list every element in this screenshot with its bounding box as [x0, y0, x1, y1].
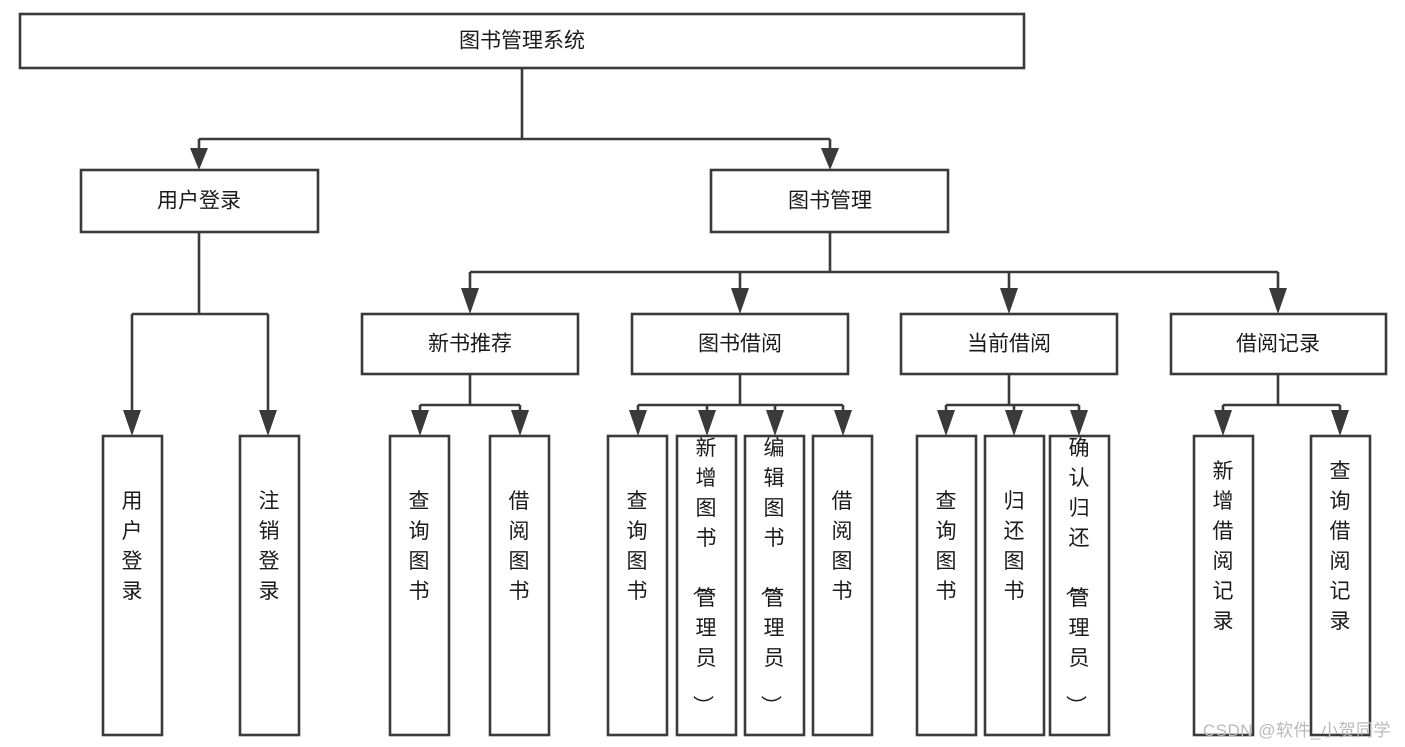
leaf-logout-login-label: 注销登录	[259, 490, 280, 603]
leaf-query-book-3[interactable]: 查询图书	[915, 434, 978, 737]
leaf-return-book-label: 归还图书	[1004, 490, 1025, 603]
node-book-management[interactable]: 图书管理	[709, 168, 950, 234]
leaf-user-login-box[interactable]	[101, 434, 164, 737]
arrowhead-leaf-logout-login	[259, 410, 277, 436]
node-new-book-recommend-label: 新书推荐	[428, 333, 512, 356]
leaf-add-record-label: 新增借阅记录	[1213, 460, 1234, 633]
connector-group-root	[190, 68, 839, 170]
leaf-query-book-3-box[interactable]	[915, 434, 978, 737]
arrowhead-borrow-record	[1269, 288, 1287, 314]
node-user-login[interactable]: 用户登录	[79, 168, 320, 234]
arrowhead-leaf-edit-book	[766, 410, 784, 436]
leaf-query-book-2[interactable]: 查询图书	[606, 434, 669, 737]
node-user-login-box[interactable]	[79, 168, 320, 234]
leaf-logout-login-box[interactable]	[238, 434, 301, 737]
leaf-borrow-book-2[interactable]: 借阅图书	[811, 434, 874, 737]
connector-group-book-borrow	[629, 374, 852, 436]
leaf-edit-book-box[interactable]	[743, 434, 806, 737]
leaf-confirm-return-box[interactable]	[1048, 434, 1111, 737]
leaf-query-record-box[interactable]	[1309, 434, 1372, 737]
node-book-borrow-box[interactable]	[630, 312, 850, 376]
leaf-borrow-book-2-box[interactable]	[811, 434, 874, 737]
node-current-borrow[interactable]: 当前借阅	[899, 312, 1119, 376]
arrowhead-leaf-add-book	[698, 410, 716, 436]
arrowhead-leaf-borrow-book-2	[834, 410, 852, 436]
node-book-management-label: 图书管理	[788, 190, 872, 213]
arrowhead-new-book-recommend	[461, 288, 479, 314]
node-root-box[interactable]	[18, 12, 1026, 70]
leaf-add-record-box[interactable]	[1192, 434, 1255, 737]
node-borrow-record-box[interactable]	[1169, 312, 1388, 376]
node-book-borrow[interactable]: 图书借阅	[630, 312, 850, 376]
arrowhead-leaf-query-book-2	[629, 410, 647, 436]
leaf-logout-login[interactable]: 注销登录	[238, 434, 301, 737]
arrowhead-user-login	[190, 148, 208, 170]
leaf-query-book-1-box[interactable]	[388, 434, 451, 737]
arrowhead-leaf-return-book	[1005, 410, 1023, 436]
leaf-query-record-label: 查询借阅记录	[1330, 460, 1351, 633]
leaf-query-book-1[interactable]: 查询图书	[388, 434, 451, 737]
node-current-borrow-box[interactable]	[899, 312, 1119, 376]
arrowhead-book-borrow	[731, 288, 749, 314]
arrowhead-leaf-query-record	[1331, 410, 1349, 436]
connector-group-user-login	[123, 232, 277, 436]
node-new-book-recommend-box[interactable]	[360, 312, 580, 376]
leaf-add-record[interactable]: 新增借阅记录	[1192, 434, 1255, 737]
node-borrow-record[interactable]: 借阅记录	[1169, 312, 1388, 376]
arrowhead-current-borrow	[1000, 288, 1018, 314]
node-root[interactable]: 图书管理系统	[18, 12, 1026, 70]
node-current-borrow-label: 当前借阅	[967, 333, 1051, 356]
connector-group-current-borrow	[937, 374, 1088, 436]
leaf-query-book-1-label: 查询图书	[409, 490, 430, 603]
leaf-return-book-box[interactable]	[983, 434, 1046, 737]
leaf-return-book[interactable]: 归还图书	[983, 434, 1046, 737]
leaf-borrow-book-1-label: 借阅图书	[509, 490, 530, 603]
leaf-query-book-3-label: 查询图书	[936, 490, 957, 603]
arrowhead-book-management	[821, 148, 839, 170]
leaf-edit-book-label: 编辑图书（管理员）	[759, 437, 785, 716]
arrowhead-leaf-borrow-book-1	[511, 410, 529, 436]
leaf-borrow-book-1[interactable]: 借阅图书	[488, 434, 551, 737]
node-root-label: 图书管理系统	[459, 30, 585, 53]
leaf-add-book-box[interactable]	[675, 434, 738, 737]
arrowhead-leaf-query-book-3	[937, 410, 955, 436]
arrowhead-leaf-add-record	[1214, 410, 1232, 436]
leaf-borrow-book-2-label: 借阅图书	[832, 490, 853, 603]
node-book-borrow-label: 图书借阅	[698, 333, 782, 356]
leaf-query-book-2-box[interactable]	[606, 434, 669, 737]
arrowhead-leaf-query-book-1	[411, 410, 429, 436]
leaf-user-login-label: 用户登录	[122, 490, 143, 603]
node-new-book-recommend[interactable]: 新书推荐	[360, 312, 580, 376]
leaf-edit-book[interactable]: 编辑图书（管理员）	[743, 434, 806, 737]
leaf-query-record[interactable]: 查询借阅记录	[1309, 434, 1372, 737]
arrowhead-leaf-user-login	[123, 410, 141, 436]
leaf-add-book-label: 新增图书（管理员）	[691, 437, 717, 716]
leaf-query-book-2-label: 查询图书	[627, 490, 648, 603]
node-borrow-record-label: 借阅记录	[1236, 333, 1320, 356]
connector-group-borrow-record	[1214, 374, 1349, 436]
leaf-add-book[interactable]: 新增图书（管理员）	[675, 434, 738, 737]
leaf-confirm-return-label: 确认归还（管理员）	[1064, 437, 1090, 716]
connector-group-new-book-recommend	[411, 374, 529, 436]
leaf-borrow-book-1-box[interactable]	[488, 434, 551, 737]
leaf-user-login[interactable]: 用户登录	[101, 434, 164, 737]
connector-group-book-management	[461, 232, 1287, 314]
node-user-login-label: 用户登录	[157, 190, 241, 213]
node-book-management-box[interactable]	[709, 168, 950, 234]
arrowhead-leaf-confirm-return	[1070, 410, 1088, 436]
leaf-confirm-return[interactable]: 确认归还（管理员）	[1048, 434, 1111, 737]
